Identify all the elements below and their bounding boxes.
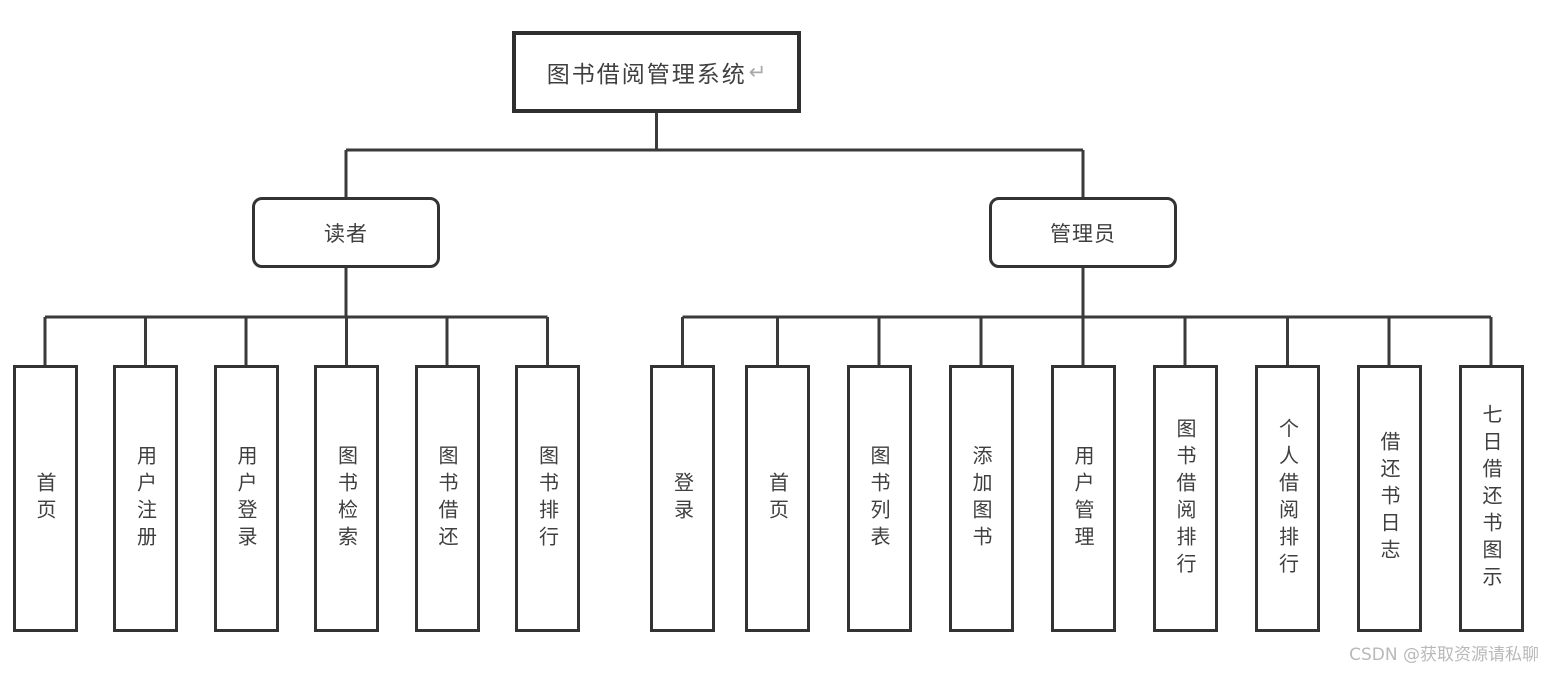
branch-label: 管理员 <box>1050 221 1116 246</box>
node-user-register: 用户注册 <box>113 365 178 632</box>
watermark: CSDN @获取资源请私聊 <box>1349 645 1539 665</box>
node-reader: 读者 <box>252 197 440 268</box>
node-system-root: 图书借阅管理系统↵ <box>512 31 801 113</box>
node-reader-home: 首页 <box>12 365 78 632</box>
node-add-book: 添加图书 <box>948 365 1014 632</box>
node-user-login: 用户登录 <box>213 365 279 632</box>
node-book-borrow-ranking: 图书借阅排行 <box>1152 365 1218 632</box>
node-admin-login: 登录 <box>650 365 715 632</box>
branch-label: 读者 <box>324 221 368 246</box>
node-book-ranking: 图书排行 <box>515 365 580 632</box>
root-label: 图书借阅管理系统 <box>546 62 747 88</box>
node-user-management: 用户管理 <box>1050 365 1116 632</box>
node-book-search: 图书检索 <box>314 365 379 632</box>
node-personal-borrow-ranking: 个人借阅排行 <box>1255 365 1320 632</box>
node-seven-day-borrow-return-chart: 七日借还书图示 <box>1458 365 1524 632</box>
node-admin-home: 首页 <box>745 365 810 632</box>
node-book-list: 图书列表 <box>846 365 912 632</box>
node-borrow-return-log: 借还书日志 <box>1356 365 1422 632</box>
node-book-borrow-return: 图书借还 <box>414 365 480 632</box>
return-mark-icon: ↵ <box>748 60 767 84</box>
node-admin: 管理员 <box>989 197 1177 268</box>
